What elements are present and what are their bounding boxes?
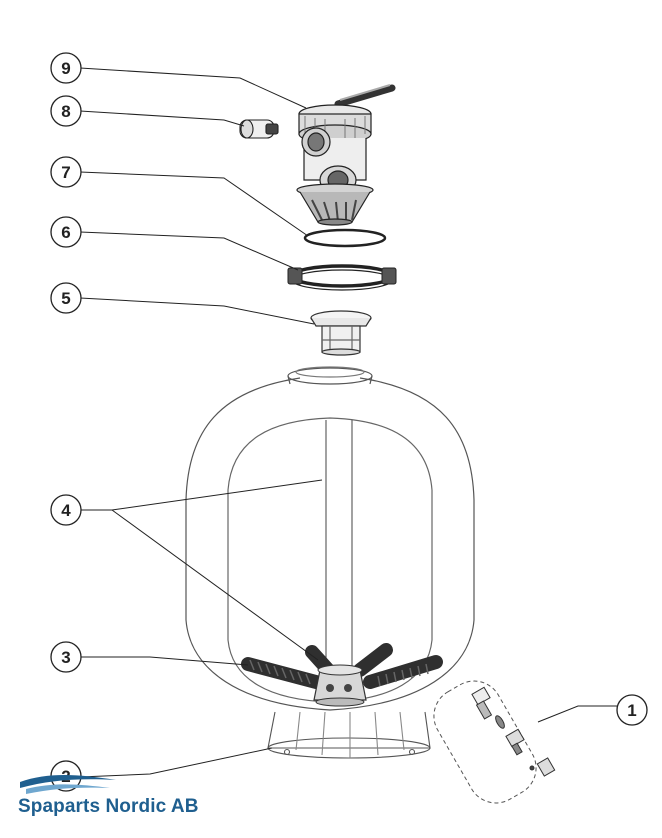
svg-text:1: 1 <box>627 701 636 720</box>
leader-lines <box>79 67 617 778</box>
diffuser <box>310 310 372 356</box>
callout-8: 8 <box>50 95 82 127</box>
callout-7: 7 <box>50 156 82 188</box>
drain-plug-set <box>433 680 556 804</box>
brand-name: Spaparts Nordic AB <box>18 796 199 817</box>
svg-text:5: 5 <box>61 289 70 308</box>
svg-text:9: 9 <box>61 59 70 78</box>
svg-text:3: 3 <box>61 648 70 667</box>
multiport-valve <box>296 84 396 226</box>
svg-text:7: 7 <box>61 163 70 182</box>
callout-1: 1 <box>616 694 648 726</box>
callout-3: 3 <box>50 641 82 673</box>
pressure-gauge <box>239 119 279 139</box>
callout-5: 5 <box>50 282 82 314</box>
callout-6: 6 <box>50 216 82 248</box>
brand-wave-logo <box>20 775 116 794</box>
laterals-hub <box>241 643 443 707</box>
clamp-ring <box>287 264 397 291</box>
center-pipe <box>325 420 353 668</box>
callout-4: 4 <box>50 494 82 526</box>
tank-base <box>267 711 431 759</box>
svg-text:4: 4 <box>61 501 71 520</box>
svg-text:6: 6 <box>61 223 70 242</box>
o-ring <box>303 228 387 248</box>
callout-9: 9 <box>50 52 82 84</box>
svg-text:8: 8 <box>61 102 70 121</box>
